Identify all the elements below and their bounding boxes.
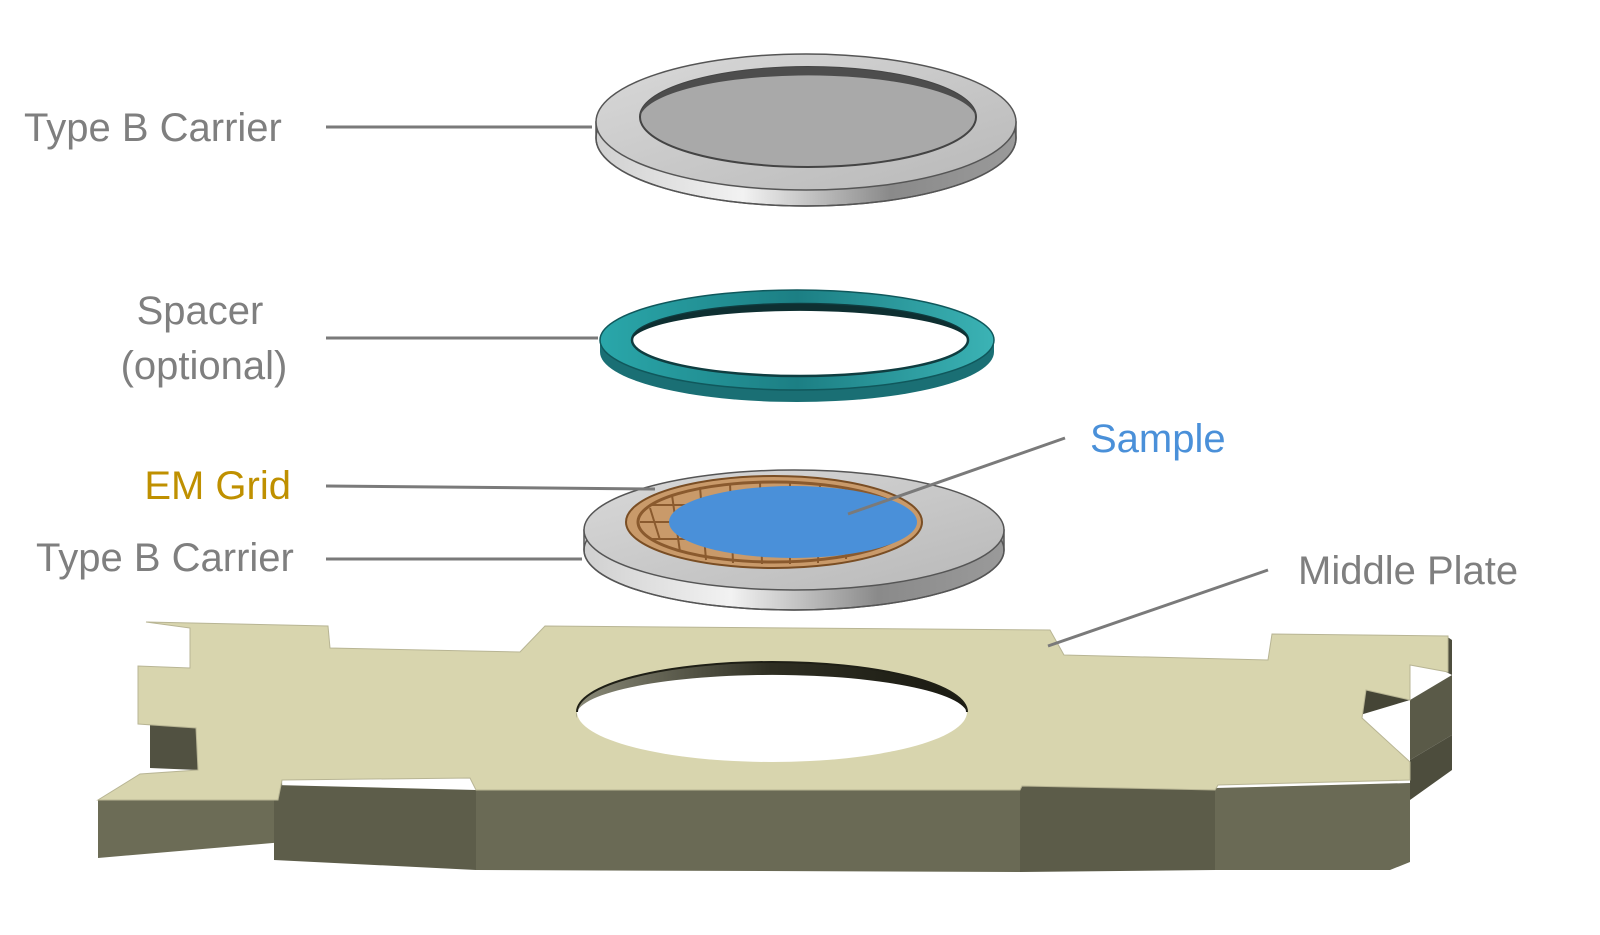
sample-disc — [669, 486, 917, 558]
label-bottom-type-b-carrier: Type B Carrier — [36, 536, 294, 580]
middle-plate — [96, 621, 1452, 872]
spacer-ring — [599, 289, 995, 402]
label-top-type-b-carrier: Type B Carrier — [24, 106, 282, 150]
label-sample: Sample — [1090, 417, 1226, 461]
leader-sample — [847, 436, 1066, 516]
leader-lines — [325, 125, 1269, 648]
leader-middle-plate — [1047, 568, 1269, 648]
leader-em-grid — [325, 484, 656, 491]
label-middle-plate: Middle Plate — [1298, 549, 1518, 593]
top-type-b-carrier — [595, 53, 1017, 207]
label-spacer-optional: (optional) — [121, 344, 288, 388]
label-em-grid: EM Grid — [144, 464, 291, 508]
label-spacer: Spacer — [137, 289, 264, 333]
